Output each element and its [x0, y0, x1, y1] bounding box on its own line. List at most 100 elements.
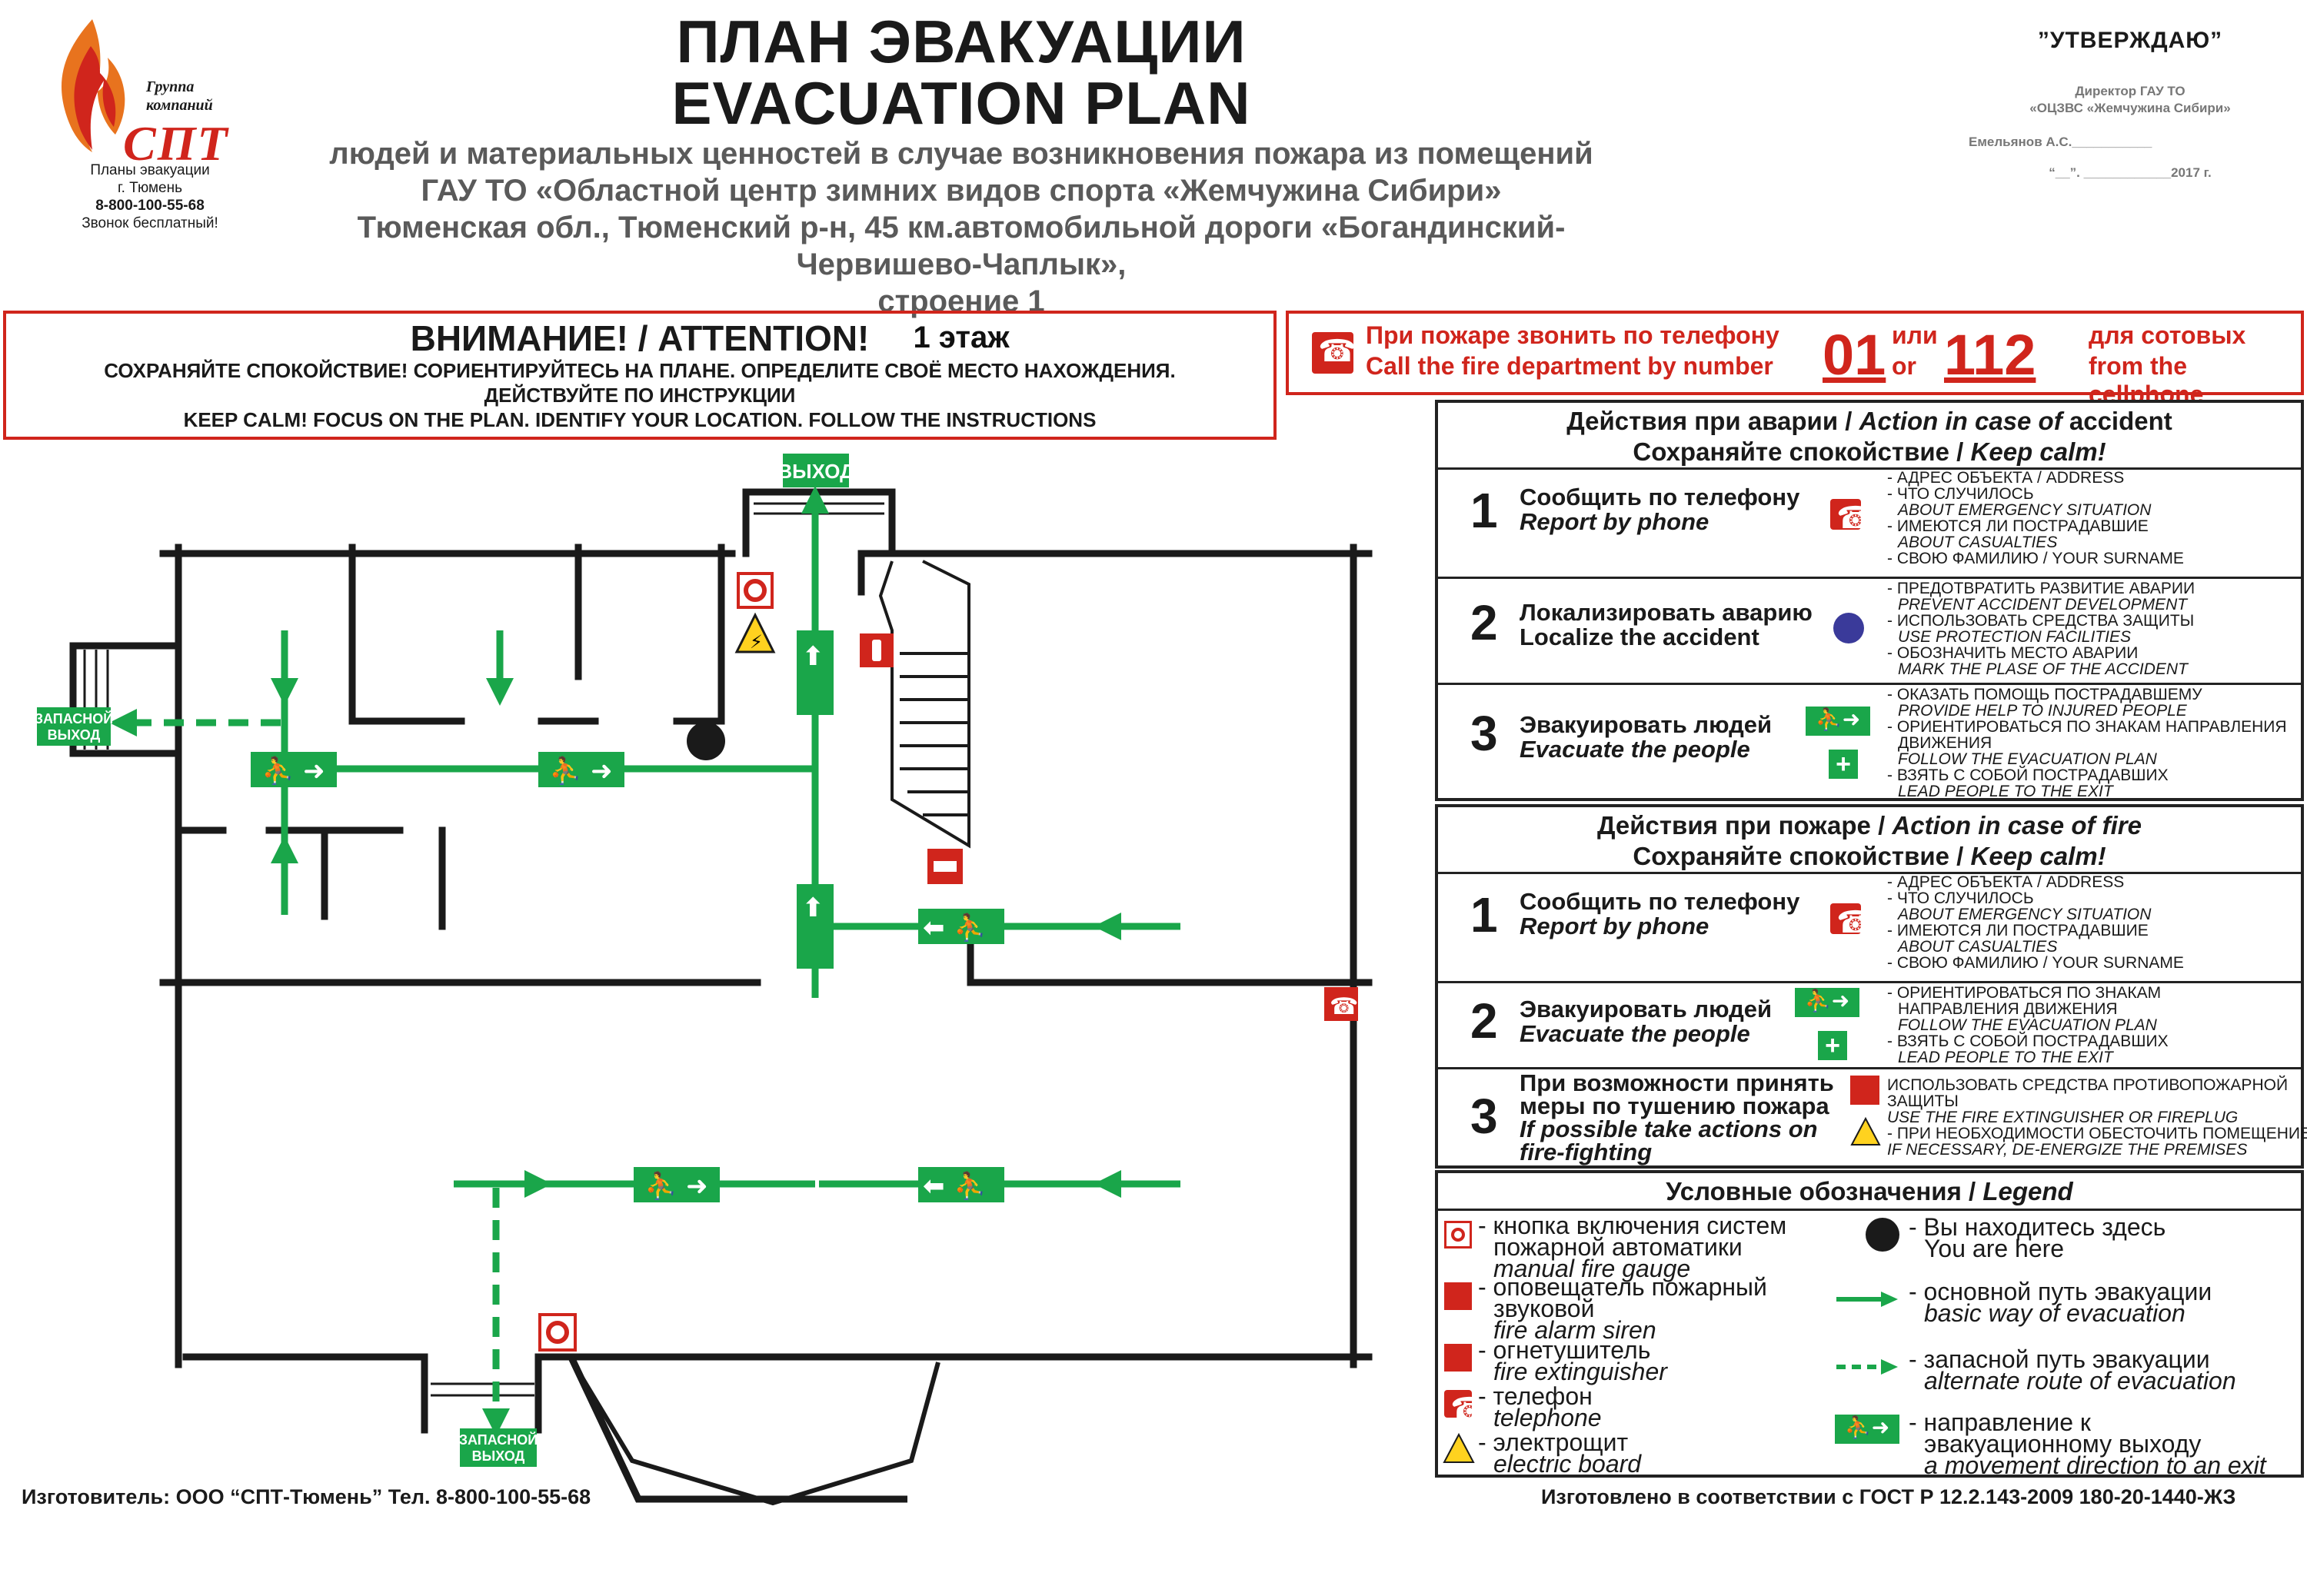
logo-sub-2: г. Тюмень	[118, 180, 182, 196]
step-action-en: Report by phone	[1520, 508, 1709, 535]
svg-text:⬆: ⬆	[802, 893, 824, 923]
detail-line: - ВЗЯТЬ С СОБОЙ ПОСТРАДАВШИХ	[1887, 1032, 2169, 1050]
fire-calm-ru: Сохраняйте спокойствие /	[1633, 842, 1971, 870]
accident-heading-1: Действия при аварии / Action in case of …	[1438, 406, 2301, 437]
plan-walls	[69, 488, 1373, 1503]
detail-line: USE PROTECTION FACILITIES	[1898, 628, 2131, 646]
detail-line: - ОКАЗАТЬ ПОМОЩЬ ПОСТРАДАВШЕМУ	[1887, 686, 2202, 703]
floor-plan: ВЫХОД ЗАПАСНОЙ ВЫХОД ЗАПАСНОЙ ВЫХОД ⛹ ➜ …	[35, 454, 1373, 1506]
approval-line-1: Директор ГАУ ТО	[2075, 84, 2185, 98]
detail-line: USE THE FIRE EXTINGUISHER OR FIREPLUG	[1887, 1109, 2239, 1126]
step-number: 2	[1470, 993, 1498, 1049]
legend-ru: - электрощит	[1478, 1428, 1629, 1456]
legend-item-telephone: - телефон telephone	[1478, 1384, 1602, 1430]
detail-line: - СВОЮ ФАМИЛИЮ / YOUR SURNAME	[1887, 550, 2184, 567]
detail-line: ABOUT EMERGENCY SITUATION	[1898, 906, 2152, 923]
direction-sign-icon	[251, 630, 1004, 1202]
phone-number-112: 112	[1944, 323, 2036, 387]
legend-item-electric-board: - электрощит electric board	[1478, 1428, 1641, 1476]
logo-phone: 8-800-100-55-68	[95, 198, 205, 214]
subtitle-2: ГАУ ТО «Областной центр зимних видов спо…	[421, 174, 1502, 208]
detail-line: - ПРИ НЕОБХОДИМОСТИ ОБЕСТОЧИТЬ ПОМЕЩЕНИЕ	[1887, 1125, 2307, 1142]
electric-board-icon	[1443, 1433, 1475, 1463]
accident-heading-en: Action in case of	[1859, 407, 2062, 435]
step-action-en-2: fire-fighting	[1520, 1139, 1653, 1165]
direction-sign-icon: ⛹➜	[1795, 988, 1859, 1017]
approval-line-2: «ОЦЗВС «Жемчужина Сибири»	[2029, 101, 2231, 115]
attention-ru-2: ДЕЙСТВУЙТЕ ПО ИНСТРУКЦИИ	[484, 384, 796, 407]
step-action-ru-2: меры по тушению пожара	[1520, 1092, 1829, 1119]
subtitle-1: людей и материальных ценностей в случае …	[329, 137, 1593, 171]
accident-step-3: 3 Эвакуировать людей Evacuate the people…	[1438, 683, 2301, 803]
detail-line: PREVENT ACCIDENT DEVELOPMENT	[1898, 596, 2188, 613]
fire-step-1: 1 Сообщить по телефону Report by phone -…	[1438, 872, 2301, 985]
first-aid-icon: +	[1829, 750, 1858, 779]
fire-heading-en: Action in case of fire	[1892, 811, 2142, 840]
manual-fire-gauge-icon	[1444, 1221, 1472, 1249]
fire-alarm-siren-icon	[927, 849, 963, 884]
step-details: - АДРЕС ОБЪЕКТА / ADDRESS - ЧТО СЛУЧИЛОС…	[1887, 470, 2184, 567]
step-details: - ПРЕДОТВРАТИТЬ РАЗВИТИЕ АВАРИИ PREVENT …	[1887, 580, 2195, 677]
accident-step-2: 2 Локализировать аварию Localize the acc…	[1438, 577, 2301, 687]
legend-en: a movement direction to an exit	[1924, 1451, 2266, 1479]
legend-ru-2: звуковой	[1493, 1295, 1595, 1322]
legend-ru: - Вы находитесь здесь	[1909, 1213, 2166, 1241]
accident-heading-ru: Действия при аварии /	[1566, 407, 1859, 435]
detail-line: - ВЗЯТЬ С СОБОЙ ПОСТРАДАВШИХ	[1887, 766, 2169, 784]
electric-board-icon: ⚡	[734, 612, 776, 653]
step-details: ИСПОЛЬЗОВАТЬ СРЕДСТВА ПРОТИВОПОЖАРНОЙ ЗА…	[1887, 1077, 2307, 1158]
alternate-route-arrow-icon	[1836, 1359, 1898, 1375]
step-number: 1	[1470, 483, 1498, 538]
main-route-arrow-icon	[1836, 1292, 1898, 1307]
direction-sign-icon: ⛹➜	[1835, 1415, 1899, 1444]
accident-calm-ru: Сохраняйте спокойствие /	[1633, 437, 1971, 466]
svg-text:⛹ ➜: ⛹ ➜	[261, 755, 325, 786]
detail-line: - ЧТО СЛУЧИЛОСЬ	[1887, 889, 2034, 907]
legend-heading-en: Legend	[1982, 1177, 2073, 1205]
step-details: - ОКАЗАТЬ ПОМОЩЬ ПОСТРАДАВШЕМУ PROVIDE H…	[1887, 687, 2287, 800]
phone-ru: При пожаре звонить по телефону	[1366, 321, 1779, 349]
you-are-here-icon	[687, 722, 725, 760]
telephone-icon-plan: ☎	[1324, 987, 1358, 1021]
legend-ru-2: пожарной автоматики	[1493, 1233, 1743, 1261]
legend-en: fire alarm siren	[1493, 1316, 1656, 1344]
detail-line: - ОБОЗНАЧИТЬ МЕСТО АВАРИИ	[1887, 644, 2139, 662]
manual-fire-gauge-icon-bottom	[538, 1313, 577, 1352]
logo-free-call: Звонок бесплатный!	[82, 215, 218, 231]
telephone-icon	[1830, 903, 1875, 940]
protection-mask-icon	[1833, 613, 1864, 643]
step-action-en: Localize the accident	[1520, 623, 1759, 650]
attention-ru-1: СОХРАНЯЙТЕ СПОКОЙСТВИЕ! СОРИЕНТИРУЙТЕСЬ …	[104, 359, 1176, 382]
step-action-ru: При возможности принять	[1520, 1069, 1834, 1096]
legend-ru: - основной путь эвакуации	[1909, 1278, 2212, 1305]
phone-or-en: or	[1892, 352, 1916, 380]
legend-item-fire-gauge: - кнопка включения систем пожарной автом…	[1478, 1213, 1786, 1281]
step-action-ru: Сообщить по телефону	[1520, 888, 1800, 915]
exit-sign-main: ВЫХОД	[777, 454, 854, 487]
phone-or-ru: или	[1892, 321, 1938, 349]
step-action-en: Evacuate the people	[1520, 736, 1750, 763]
telephone-icon	[1830, 499, 1875, 536]
legend-item-siren: - оповещатель пожарный звуковой fire ala…	[1478, 1273, 1767, 1344]
exit-left-label-1: ЗАПАСНОЙ	[35, 710, 113, 727]
attention-box: ВНИМАНИЕ! / ATTENTION! СОХРАНЯЙТЕ СПОКОЙ…	[3, 311, 1277, 440]
phone-en: Call the fire department by number	[1366, 352, 1773, 380]
legend-ru: - оповещатель пожарный	[1478, 1273, 1767, 1301]
legend-en: alternate route of evacuation	[1924, 1367, 2236, 1395]
fire-phone-box: При пожаре звонить по телефону Call the …	[1286, 311, 2304, 408]
legend-heading: Условные обозначения / Legend	[1438, 1176, 2301, 1207]
fire-heading-ru: Действия при пожаре /	[1596, 811, 1893, 840]
legend-en: You are here	[1924, 1235, 2065, 1262]
accident-step-1: 1 Сообщить по телефону Report by phone -…	[1438, 467, 2301, 580]
detail-line: FOLLOW THE EVACUATION PLAN	[1898, 1016, 2157, 1034]
step-action-ru: Локализировать аварию	[1520, 599, 1813, 626]
legend-ru-2: эвакуационному выходу	[1924, 1430, 2202, 1458]
detail-line: - АДРЕС ОБЪЕКТА / ADDRESS	[1887, 873, 2125, 891]
first-aid-icon: +	[1818, 1031, 1847, 1060]
phone-number-01: 01	[1823, 323, 1886, 387]
exit-sign-left: ЗАПАСНОЙ ВЫХОД	[35, 707, 113, 746]
approval-heading: ”УТВЕРЖДАЮ”	[2037, 28, 2223, 53]
detail-line: ИСПОЛЬЗОВАТЬ СРЕДСТВА ПРОТИВОПОЖАРНОЙ	[1887, 1076, 2289, 1094]
legend-item-extinguisher: - огнетушитель fire extinguisher	[1478, 1338, 1667, 1384]
direction-sign-icon: ⛹➜	[1806, 707, 1870, 736]
